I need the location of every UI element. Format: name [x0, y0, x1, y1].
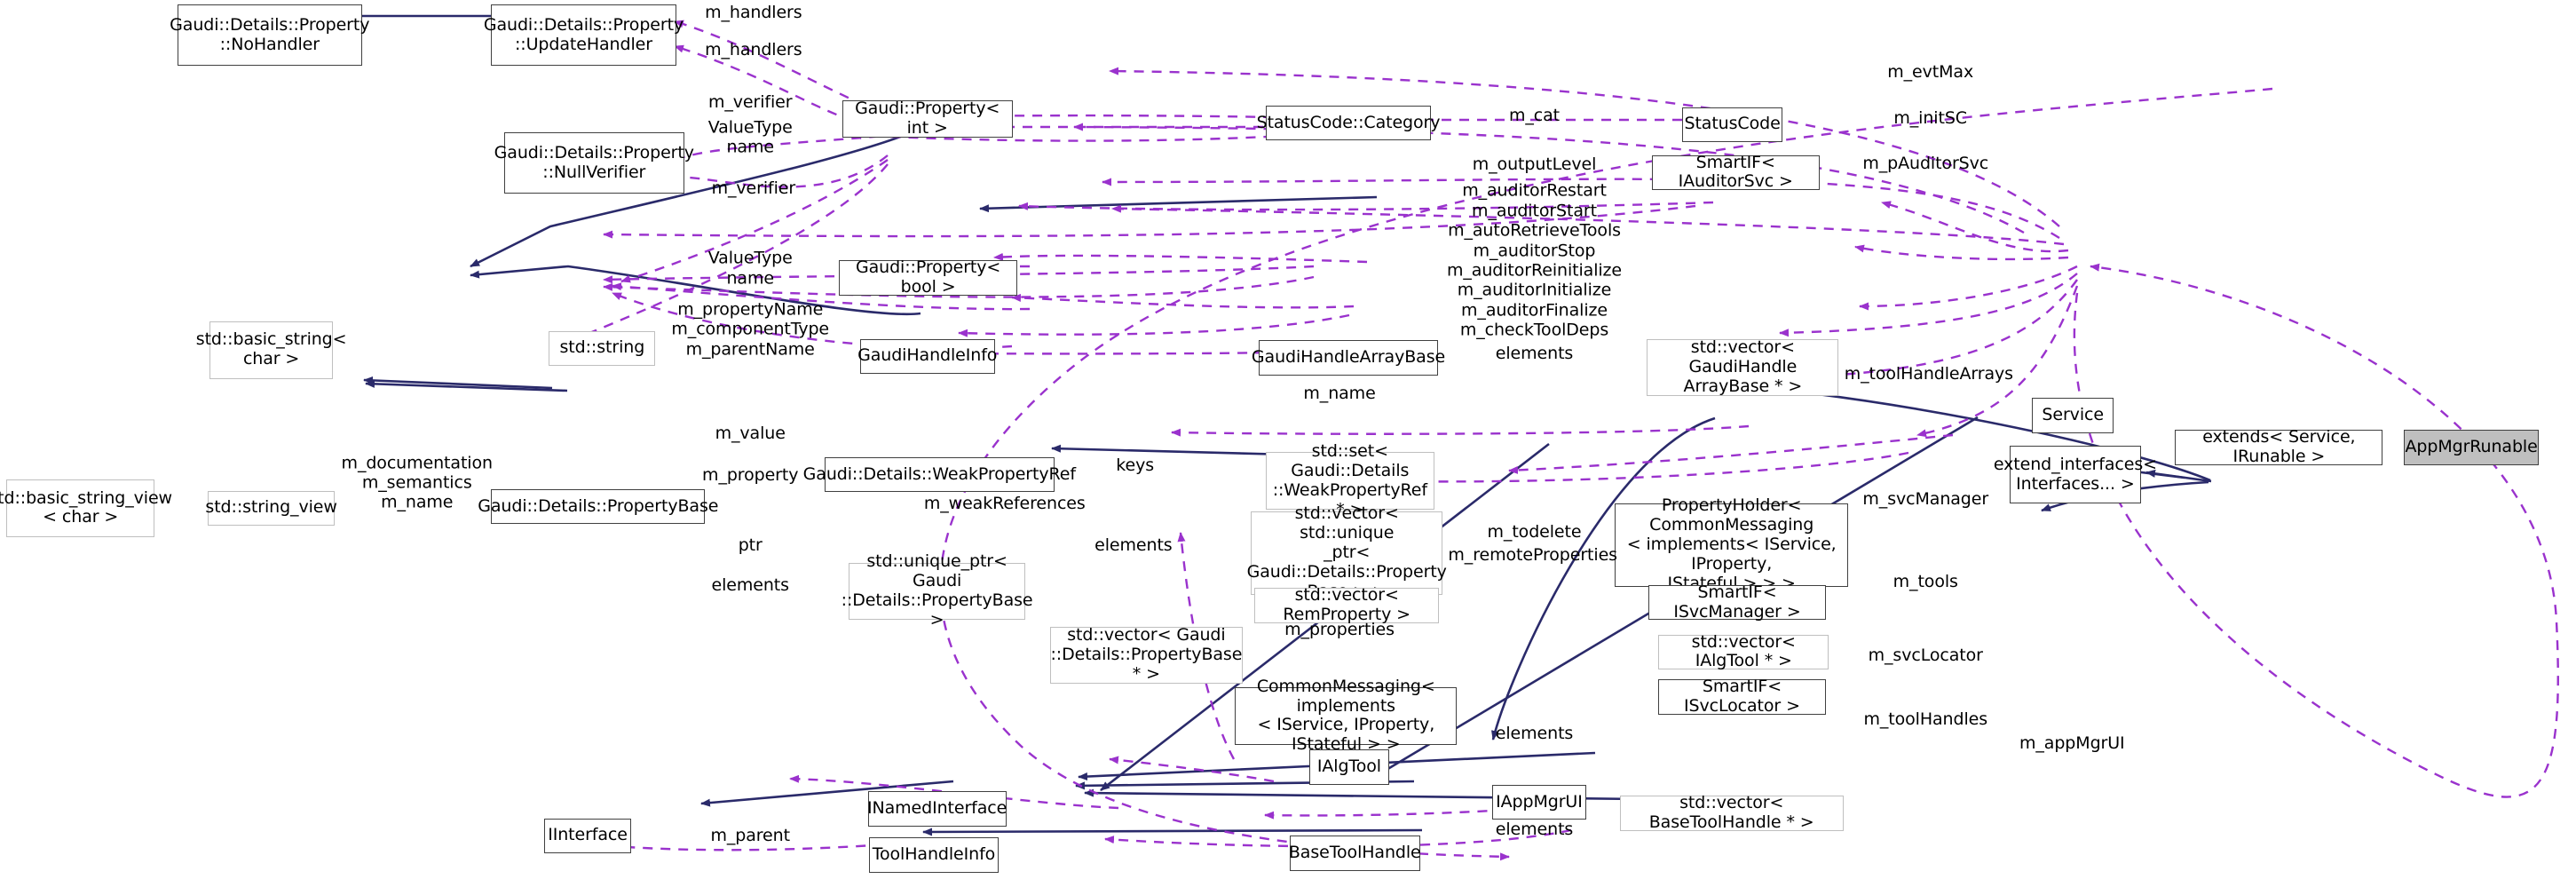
- class-node-ialgtool[interactable]: IAlgTool: [1308, 749, 1390, 785]
- edge-label: m_cat: [1508, 105, 1561, 125]
- edge-label: m_remoteProperties: [1448, 544, 1617, 565]
- edge-label: m_verifier: [707, 91, 793, 112]
- edge-label: elements: [1094, 535, 1173, 555]
- class-node-vec_btoolhandle[interactable]: std::vector< BaseToolHandle * >: [1619, 794, 1844, 832]
- edge-label: m_parent: [710, 826, 790, 846]
- class-node-extends_svc[interactable]: extends< Service, IRunable >: [2175, 427, 2383, 466]
- edge-label: keys: [1116, 455, 1155, 475]
- edge-label: elements: [1495, 723, 1574, 743]
- edge-label: m_property: [702, 464, 799, 485]
- edge-label: elements: [1495, 819, 1574, 839]
- edge-label: m_properties: [1284, 619, 1395, 639]
- edge-label: m_handlers: [705, 39, 802, 59]
- edge-label: m_verifier: [711, 178, 796, 199]
- edge-label: m_auditorRestart m_auditorStart m_autoRe…: [1446, 180, 1623, 340]
- class-node-toolhandleinfo[interactable]: ToolHandleInfo: [869, 837, 999, 873]
- class-node-basetoolhandle[interactable]: BaseToolHandle: [1289, 836, 1421, 871]
- class-node-iappmgrui[interactable]: IAppMgrUI: [1492, 784, 1586, 820]
- class-node-vec_ialgtool[interactable]: std::vector< IAlgTool * >: [1658, 632, 1829, 670]
- class-node-basic_string_view[interactable]: std::basic_string_view < char >: [0, 479, 172, 537]
- edge-label: elements: [711, 574, 789, 595]
- class-node-extend_ifaces[interactable]: extend_interfaces< Interfaces... >: [1994, 446, 2157, 503]
- class-node-prop_int[interactable]: Gaudi::Property< int >: [842, 99, 1013, 138]
- class-node-prop_bool[interactable]: Gaudi::Property< bool >: [838, 258, 1018, 297]
- class-node-set_weakpropref[interactable]: std::set< Gaudi::Details ::WeakPropertyR…: [1265, 441, 1435, 519]
- edge-label: m_svcManager: [1862, 488, 1989, 509]
- edge-label: m_initSC: [1893, 107, 1967, 128]
- edge-label: m_pAuditorSvc: [1862, 153, 1989, 173]
- class-node-smartif_iaud[interactable]: SmartIF< IAuditorSvc >: [1651, 153, 1820, 191]
- class-node-string[interactable]: std::string: [549, 330, 656, 367]
- class-node-string_view[interactable]: std::string_view: [205, 490, 337, 527]
- class-node-gaudihandleinfo[interactable]: GaudiHandleInfo: [857, 338, 997, 375]
- class-node-vec_unique_ptr[interactable]: std::vector< std::unique _ptr< Gaudi::De…: [1247, 503, 1447, 600]
- class-node-gaudiharraybase[interactable]: GaudiHandleArrayBase: [1252, 340, 1445, 376]
- edge-label: m_handlers: [705, 3, 802, 23]
- edge-label: ValueType name: [707, 248, 793, 289]
- edge-label: m_toolHandleArrays: [1844, 363, 2013, 384]
- edge-label: m_appMgrUI: [2019, 733, 2125, 753]
- class-node-smartif_isvcmgr[interactable]: SmartIF< ISvcManager >: [1648, 582, 1826, 621]
- class-node-commonmessaging[interactable]: CommonMessaging< implements < IService, …: [1235, 677, 1458, 754]
- edge-label: elements: [1495, 343, 1574, 363]
- edge-label: m_documentation m_semantics m_name: [341, 452, 494, 512]
- edge-label: m_toolHandles: [1863, 709, 1988, 729]
- edge-label: m_tools: [1892, 571, 1958, 591]
- class-node-appmgrrunable[interactable]: AppMgrRunable: [2403, 430, 2540, 465]
- class-node-updatehandler[interactable]: Gaudi::Details::Property ::UpdateHandler: [484, 4, 684, 66]
- edge-label: ptr: [738, 535, 763, 555]
- edge-label: m_propertyName m_componentType m_parentN…: [671, 299, 830, 359]
- edge-label: ValueType name: [707, 117, 793, 157]
- class-node-vec_remproperty[interactable]: std::vector< RemProperty >: [1253, 586, 1440, 624]
- class-node-basic_string[interactable]: std::basic_string< char >: [196, 321, 347, 379]
- class-node-nohandler[interactable]: Gaudi::Details::Property ::NoHandler: [170, 4, 370, 66]
- class-node-service[interactable]: Service: [2031, 398, 2114, 433]
- class-node-nullverifier[interactable]: Gaudi::Details::Property ::NullVerifier: [494, 132, 694, 194]
- edge-label: m_value: [715, 423, 786, 443]
- class-node-iinterface[interactable]: IInterface: [544, 818, 631, 854]
- class-node-statuscode_cat[interactable]: StatusCode::Category: [1257, 105, 1440, 141]
- class-node-namedinterface[interactable]: INamedInterface: [867, 791, 1007, 827]
- edge-label: m_evtMax: [1887, 61, 1974, 82]
- class-node-vec_gh_arraybase[interactable]: std::vector< GaudiHandle ArrayBase * >: [1647, 337, 1839, 397]
- edge-label: m_outputLevel: [1472, 154, 1597, 175]
- class-node-weakpropref[interactable]: Gaudi::Details::WeakPropertyRef: [803, 456, 1076, 493]
- edge-label: m_name: [1303, 383, 1376, 403]
- class-node-unique_ptr[interactable]: std::unique_ptr< Gaudi ::Details::Proper…: [841, 551, 1033, 630]
- class-node-vec_propbase_ptr[interactable]: std::vector< Gaudi ::Details::PropertyBa…: [1049, 625, 1244, 685]
- class-node-smartif_isvcloc[interactable]: SmartIF< ISvcLocator >: [1658, 677, 1826, 716]
- edge-label: m_svcLocator: [1868, 645, 1983, 665]
- class-node-statuscode[interactable]: StatusCode: [1682, 107, 1782, 143]
- class-node-propertybase[interactable]: Gaudi::Details::PropertyBase: [478, 488, 718, 525]
- edge-label: m_weakReferences: [923, 493, 1086, 513]
- edge-label: m_todelete: [1487, 522, 1582, 543]
- class-node-propertyholder[interactable]: PropertyHolder< CommonMessaging < implem…: [1615, 495, 1849, 592]
